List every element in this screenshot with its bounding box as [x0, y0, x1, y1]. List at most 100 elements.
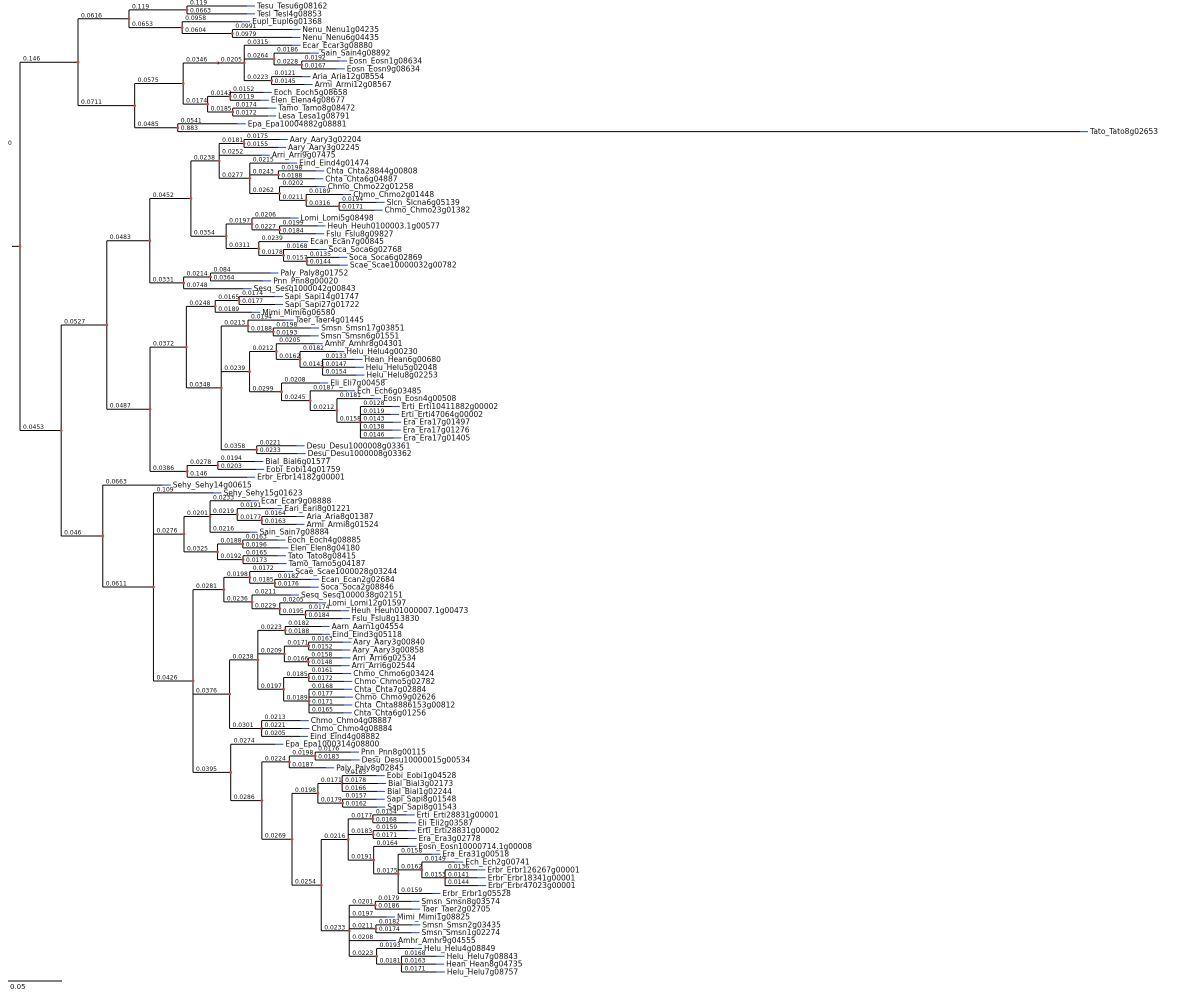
branch-length-label: 0.0191 — [240, 502, 261, 509]
scale-bar: 0.05 — [8, 980, 62, 991]
internal-node — [228, 94, 232, 98]
tip-label: Eosn_Eosn9g08634 — [347, 64, 420, 73]
tip-label: Bial_Bial1g02244 — [387, 787, 452, 796]
internal-node — [182, 532, 186, 536]
branch-length-label: 0.0364 — [213, 274, 234, 281]
tip-label: Desu_Desu1000008g03362 — [308, 449, 412, 458]
branch-length-label: 0.0178 — [262, 249, 283, 256]
tip-label: Erti_Erti28831g00001 — [417, 810, 499, 819]
tip-label: Paly_Paly8g02845 — [336, 763, 404, 772]
tip-label: Armi_Armi8g01524 — [306, 520, 378, 529]
tip-label: Smsn_Smsn6g01551 — [321, 331, 400, 340]
internal-node — [256, 658, 260, 662]
tip-label: Slcn_Slcna6g05139 — [387, 198, 460, 207]
tip-label: Ecar_Ecar3g08880 — [303, 41, 373, 50]
branch-length-label: 0.0174 — [308, 604, 329, 611]
branch-length-label: 0.0346 — [186, 56, 207, 63]
tip-label: Chmo_Chmo6g03424 — [353, 669, 434, 678]
branch-length-label: 0.0154 — [326, 369, 347, 376]
branch-length-label: 0.0157 — [346, 793, 367, 800]
tip-label: Smsn_Smsn8g03574 — [421, 897, 500, 906]
branch-length-label: 0.0196 — [246, 541, 267, 548]
branch-length-label: 0.0159 — [401, 887, 422, 894]
internal-node — [224, 234, 228, 238]
branch-length-label: 0.0211 — [352, 922, 373, 929]
branch-length-label: 0.0215 — [253, 157, 274, 164]
branch-length-label: 0.0175 — [247, 133, 268, 140]
internal-node — [228, 692, 231, 696]
tip-label: Eli_Eli2g03587 — [418, 818, 473, 827]
tip-label: Elen_Elen8g04180 — [290, 543, 360, 552]
branch-length-label: 0.0158 — [340, 416, 361, 423]
internal-node — [230, 32, 234, 35]
branch-length-label: 0.0426 — [156, 675, 177, 682]
branch-length-label: 0.0164 — [265, 510, 286, 517]
branch-length-label: 0.0158 — [401, 848, 422, 855]
tip-label: Aary_Aary3g00858 — [352, 646, 424, 655]
tip-label: Sesq_Sesq1000042g00843 — [254, 284, 356, 293]
tip-label: Sain_Sain4g08892 — [321, 49, 391, 58]
tip-label: Aary_Aary3g02245 — [288, 143, 360, 152]
branch-length-label: 0.883 — [181, 125, 198, 132]
tip-label: Tesl_Tesl4g08853 — [256, 9, 322, 18]
internal-node — [283, 628, 287, 632]
branch-length-label: 0.0163 — [265, 518, 286, 525]
internal-node — [235, 513, 239, 516]
branch-length-label: 0.0187 — [313, 384, 334, 391]
tip-label: Helu_Helu4g08849 — [424, 944, 496, 953]
internal-node — [372, 858, 376, 862]
branch-length-label: 0.0198 — [292, 750, 313, 757]
tip-label: Ech_Ech6g03485 — [357, 386, 422, 395]
branch-length-label: 0.0171 — [404, 966, 425, 973]
tip-label: Armi_Armi12g08567 — [315, 80, 392, 89]
tip-label: Eosn_Eosn1g08634 — [349, 56, 422, 65]
internal-node — [307, 699, 311, 703]
tip-label: Hean_Hean6g00680 — [365, 355, 442, 364]
branch-length-label: 0.0171 — [342, 204, 363, 211]
internal-node — [181, 82, 185, 85]
internal-node — [242, 142, 246, 145]
tip-label: Lomi_Lomi5g08498 — [301, 214, 374, 223]
branch-length-label: 0.0173 — [246, 557, 267, 564]
internal-node — [308, 399, 312, 403]
branch-length-label: 0.0205 — [283, 596, 304, 603]
branch-length-label: 0.0205 — [279, 337, 300, 344]
tip-label: Helu_Helu5g02048 — [366, 363, 438, 372]
branch-length-label: 0.0157 — [286, 255, 307, 262]
branch-length-label: 0.0141 — [448, 871, 469, 878]
branch-length-label: 0.0233 — [324, 924, 345, 931]
internal-node — [341, 801, 345, 805]
internal-node — [306, 660, 310, 664]
branch-length-label: 0.0162 — [401, 863, 422, 870]
tip-label: Smsn_Smsn2g03435 — [422, 920, 501, 929]
branch-length-label: 0.0162 — [346, 801, 367, 808]
tip-label: Sapi_Sapi27g01722 — [285, 300, 360, 309]
branch-length-label: 0.0227 — [255, 223, 276, 230]
branch-length-label: 0.0154 — [376, 808, 397, 815]
branch-length-label: 0.0143 — [211, 90, 232, 97]
tip-label: Erbr_Erbr126267g00001 — [487, 865, 580, 874]
tip-label: Lomi_Lomi12g01597 — [328, 598, 406, 607]
branch-length-label: 0.0185 — [253, 577, 274, 584]
branch-length-label: 0.146 — [190, 471, 207, 478]
branch-length-label: 0.0193 — [380, 942, 401, 949]
tip-label: Sapi_Sapi8g01543 — [387, 803, 457, 812]
branch-length-label: 0.0239 — [224, 365, 245, 372]
branch-length-label: 0.0325 — [187, 545, 208, 552]
branch-length-label: 0.0527 — [64, 318, 85, 325]
internal-node — [133, 104, 137, 108]
tip-label: Eosn_Eosn4g00508 — [383, 394, 456, 403]
branch-length-label: 0.0611 — [106, 580, 127, 587]
branch-length-label: 0.0163 — [404, 958, 425, 965]
tip-label: Chmo_Chmo4g08887 — [311, 716, 392, 725]
internal-node — [420, 868, 424, 872]
tip-label: Mimi_Mimi6g06580 — [262, 308, 335, 317]
branch-length-label: 0.0211 — [255, 589, 276, 596]
internal-node — [371, 817, 375, 821]
branch-length-label: 0.0171 — [312, 698, 333, 705]
branch-length-label: 0.0184 — [308, 612, 329, 619]
branch-length-label: 0.0201 — [187, 510, 208, 517]
tip-label: Eoch_Eoch4g08885 — [287, 536, 361, 545]
branch-length-label: 0.119 — [132, 3, 149, 10]
tip-label: Tamo_Tamo5g04187 — [288, 559, 366, 568]
